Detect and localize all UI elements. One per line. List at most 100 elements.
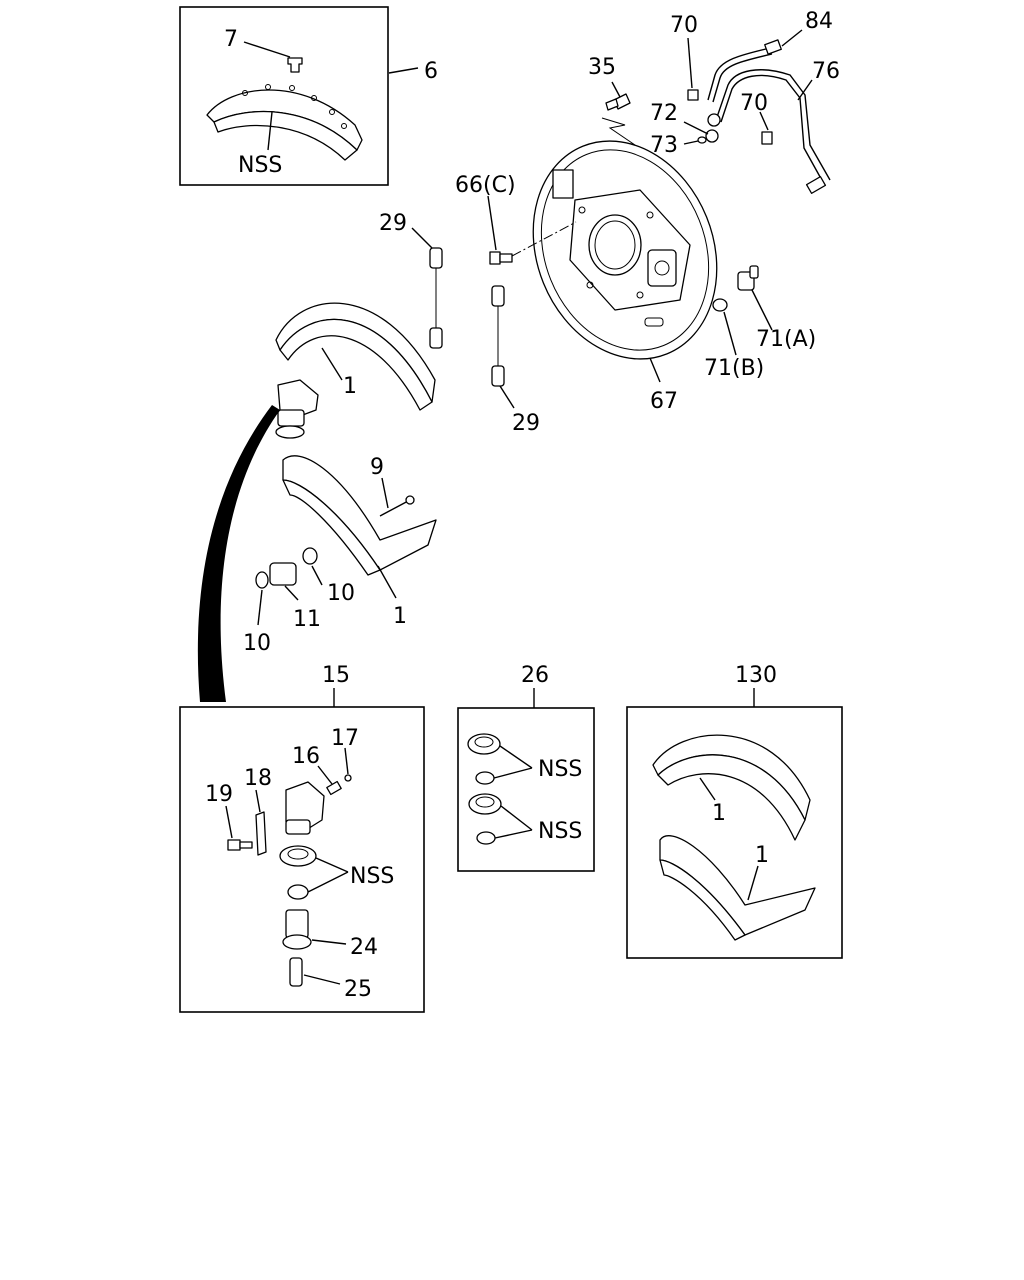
label-15: 15 (322, 663, 350, 688)
leader-nss26a-1 (499, 745, 533, 769)
label-1a: 1 (343, 374, 357, 399)
box-26-repair-kit (457, 707, 595, 872)
label-71a: 71(A) (756, 327, 816, 352)
label-1b: 1 (393, 604, 407, 629)
bleeder-icon (326, 774, 352, 796)
shoe-set-upper-drawing (652, 734, 811, 841)
label-26: 26 (521, 663, 549, 688)
dashdot-66c (511, 221, 577, 257)
label-16: 16 (292, 744, 320, 769)
leader-76 (797, 79, 813, 101)
label-nss26a: NSS (538, 757, 582, 782)
leader-nss26b-2 (494, 829, 533, 839)
leader-35 (611, 81, 621, 98)
label-84: 84 (805, 9, 833, 34)
leader-10b (257, 589, 263, 626)
label-66c: 66(C) (455, 173, 516, 198)
label-25: 25 (344, 977, 372, 1002)
wheel-cylinder-body-drawing (285, 781, 325, 835)
leader-71a (751, 289, 773, 331)
box-15-wheel-cylinder (179, 706, 425, 1013)
leader-25 (303, 974, 341, 985)
leader-70a (687, 37, 693, 89)
label-17: 17 (331, 726, 359, 751)
label-nss26b: NSS (538, 819, 582, 844)
label-nss-lining: NSS (238, 153, 282, 178)
leader-nss26a-2 (493, 767, 533, 779)
label-7: 7 (224, 27, 238, 52)
brake-shoe-lower-drawing (282, 455, 437, 576)
label-76: 76 (812, 59, 840, 84)
leader-10a (311, 565, 323, 586)
brake-pipe-drawing (707, 39, 831, 194)
leader-1a (321, 347, 343, 381)
leader-16 (317, 765, 333, 785)
bolt-icon (489, 251, 513, 265)
leader-84 (781, 29, 803, 47)
label-67: 67 (650, 389, 678, 414)
leader-67 (649, 357, 661, 383)
label-29a: 29 (379, 211, 407, 236)
leader-18 (255, 789, 261, 813)
label-9: 9 (370, 455, 384, 480)
leader-nss26b-1 (500, 805, 533, 831)
leader-73 (683, 140, 699, 145)
label-70b: 70 (740, 91, 768, 116)
leader-71b (723, 311, 737, 356)
rivet-icon (287, 57, 303, 73)
leader-7 (243, 41, 291, 58)
clip-icon (687, 89, 773, 145)
piston-icon (282, 909, 312, 950)
bolt-icon (227, 839, 253, 851)
brake-lining-drawing (206, 84, 363, 161)
screw-icon (289, 957, 303, 987)
leader-nss15-b (307, 871, 349, 893)
leader-66c (487, 195, 497, 251)
leader-35-to-plate (601, 117, 636, 146)
label-130: 130 (735, 663, 777, 688)
label-35: 35 (588, 55, 616, 80)
label-10b: 10 (243, 631, 271, 656)
shoe-set-lower-drawing (659, 835, 816, 941)
label-18: 18 (244, 766, 272, 791)
box-6-lining-kit (179, 6, 389, 186)
seal-kit-icon (467, 733, 502, 845)
label-1c: 1 (712, 801, 726, 826)
label-70a: 70 (670, 13, 698, 38)
label-73: 73 (650, 133, 678, 158)
pin-icon (379, 495, 415, 517)
leader-29a (411, 227, 433, 249)
leader-arc-15 (197, 405, 280, 702)
label-72: 72 (650, 101, 678, 126)
leader-29b (499, 385, 515, 409)
brake-shoe-upper-drawing (275, 302, 436, 411)
label-1d: 1 (755, 843, 769, 868)
plug-icon (712, 265, 759, 312)
leader-17 (344, 747, 349, 775)
label-19: 19 (205, 782, 233, 807)
plate-icon (255, 811, 267, 856)
union-nut-icon (697, 113, 721, 144)
box-130-shoe-set (626, 706, 843, 959)
label-29b: 29 (512, 411, 540, 436)
leader-nss15-a (315, 857, 349, 873)
leader-72 (683, 121, 709, 135)
leader-19 (225, 805, 233, 839)
label-11: 11 (293, 607, 321, 632)
leader-11 (284, 585, 299, 601)
label-6: 6 (424, 59, 438, 84)
label-nss15: NSS (350, 864, 394, 889)
label-10a: 10 (327, 581, 355, 606)
leader-9 (381, 477, 389, 509)
wheel-cylinder-drawing (275, 379, 319, 439)
label-71b: 71(B) (704, 356, 764, 381)
leader-1c (699, 777, 716, 801)
leader-nss-lining (267, 111, 273, 151)
leader-1d (747, 865, 759, 901)
leader-1b (377, 565, 397, 599)
return-spring-icon (429, 247, 505, 387)
leader-6 (388, 67, 419, 74)
adjuster-parts-icon (255, 547, 318, 589)
leader-70b (759, 111, 769, 131)
